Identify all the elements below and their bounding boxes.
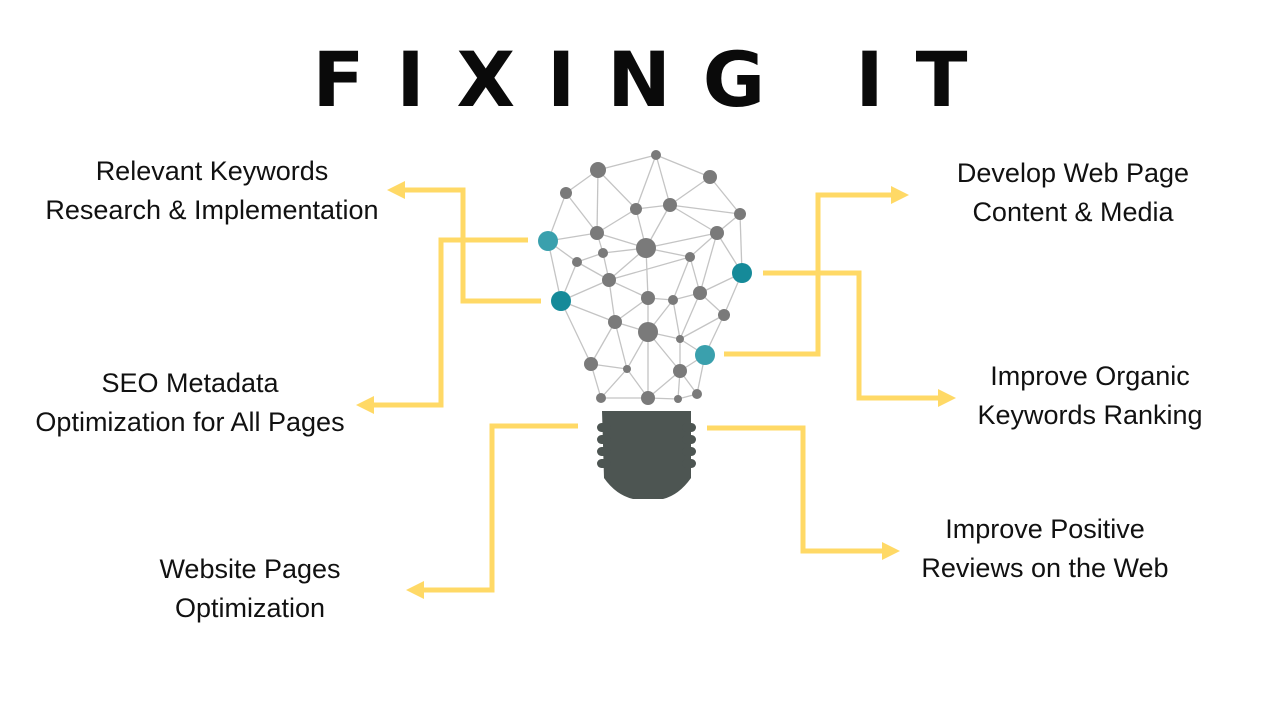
network-node: [590, 226, 604, 240]
network-edge: [655, 154, 671, 206]
network-edge: [608, 279, 649, 299]
connector-seo-metadata: [370, 237, 528, 408]
network-node: [663, 198, 677, 212]
network-edge: [565, 192, 598, 234]
label-web-content-line1: Develop Web Page: [956, 158, 1190, 188]
label-organic-ranking: Improve Organic Keywords Ranking: [955, 357, 1225, 435]
arrowhead-organic-ranking: [938, 389, 956, 407]
network-node: [590, 162, 606, 178]
network-node: [685, 252, 695, 262]
label-pages-optimization: Website Pages Optimization: [130, 550, 370, 628]
label-web-content-line2: Content & Media: [972, 197, 1174, 227]
connector-organic-ranking: [763, 270, 940, 401]
network-node-highlight: [695, 345, 715, 365]
network-node: [638, 322, 658, 342]
network-edge: [600, 368, 628, 399]
network-node: [584, 357, 598, 371]
network-edge: [608, 279, 616, 323]
network-node: [608, 315, 622, 329]
connector-pages-optimization: [420, 423, 578, 593]
network-edge: [669, 204, 741, 215]
connector-keywords-research: [400, 187, 541, 304]
label-seo-metadata-line2: Optimization for All Pages: [35, 407, 345, 437]
label-keywords-research-line1: Relevant Keywords: [95, 156, 329, 186]
network-node: [598, 248, 608, 258]
bulb-base-icon: [597, 411, 696, 499]
network-node: [641, 291, 655, 305]
network-edge: [672, 299, 681, 340]
network-edge: [679, 292, 701, 340]
network-node: [572, 257, 582, 267]
label-positive-reviews-line2: Reviews on the Web: [921, 553, 1169, 583]
network-node-highlight: [538, 231, 558, 251]
network-node: [602, 273, 616, 287]
network-node: [636, 238, 656, 258]
page-title: FIXING IT: [312, 35, 1000, 124]
network-edge: [597, 154, 657, 171]
network-edge: [596, 208, 637, 234]
network-node-highlight: [732, 263, 752, 283]
label-seo-metadata-line1: SEO Metadata: [101, 368, 279, 398]
arrowhead-positive-reviews: [882, 542, 900, 560]
network-node: [718, 309, 730, 321]
network-node: [692, 389, 702, 399]
network-edge: [635, 154, 657, 210]
network-node: [703, 170, 717, 184]
label-positive-reviews-line1: Improve Positive: [945, 514, 1145, 544]
connector-positive-reviews: [707, 425, 884, 554]
network-node: [734, 208, 746, 220]
label-pages-optimization-line2: Optimization: [174, 593, 326, 623]
network-node: [674, 395, 682, 403]
network-node: [668, 295, 678, 305]
network-edge: [679, 314, 725, 340]
arrowhead-seo-metadata: [356, 396, 374, 414]
network-node: [651, 150, 661, 160]
network-node: [596, 393, 606, 403]
label-seo-metadata: SEO Metadata Optimization for All Pages: [15, 364, 365, 442]
network-edge: [560, 300, 592, 365]
network-node-highlight: [551, 291, 571, 311]
network-node: [630, 203, 642, 215]
network-edge: [547, 240, 562, 302]
network-node: [673, 364, 687, 378]
label-organic-ranking-line1: Improve Organic: [990, 361, 1190, 391]
label-keywords-research: Relevant Keywords Research & Implementat…: [32, 152, 392, 230]
network-edge: [597, 169, 637, 210]
network-edge: [669, 176, 711, 206]
network-edge: [596, 169, 599, 234]
network-edge: [645, 232, 718, 249]
network-edge: [709, 176, 741, 215]
network-node: [710, 226, 724, 240]
arrowhead-web-content: [891, 186, 909, 204]
network-edge: [614, 321, 628, 370]
network-nodes: [538, 150, 752, 405]
label-keywords-research-line2: Research & Implementation: [45, 195, 379, 225]
network-node: [560, 187, 572, 199]
label-web-content: Develop Web Page Content & Media: [933, 154, 1213, 232]
label-positive-reviews: Improve Positive Reviews on the Web: [905, 510, 1185, 588]
network-edge: [669, 204, 718, 234]
arrowhead-keywords-research: [387, 181, 405, 199]
network-node: [641, 391, 655, 405]
arrowhead-pages-optimization: [406, 581, 424, 599]
network-edge: [590, 321, 616, 365]
label-pages-optimization-line1: Website Pages: [159, 554, 341, 584]
label-organic-ranking-line2: Keywords Ranking: [977, 400, 1203, 430]
network-edge: [655, 154, 711, 178]
network-node: [623, 365, 631, 373]
network-node: [676, 335, 684, 343]
network-node: [693, 286, 707, 300]
network-edge: [699, 232, 718, 294]
network-edge: [672, 256, 691, 301]
network-edge: [608, 256, 691, 281]
network-edges: [547, 154, 743, 400]
